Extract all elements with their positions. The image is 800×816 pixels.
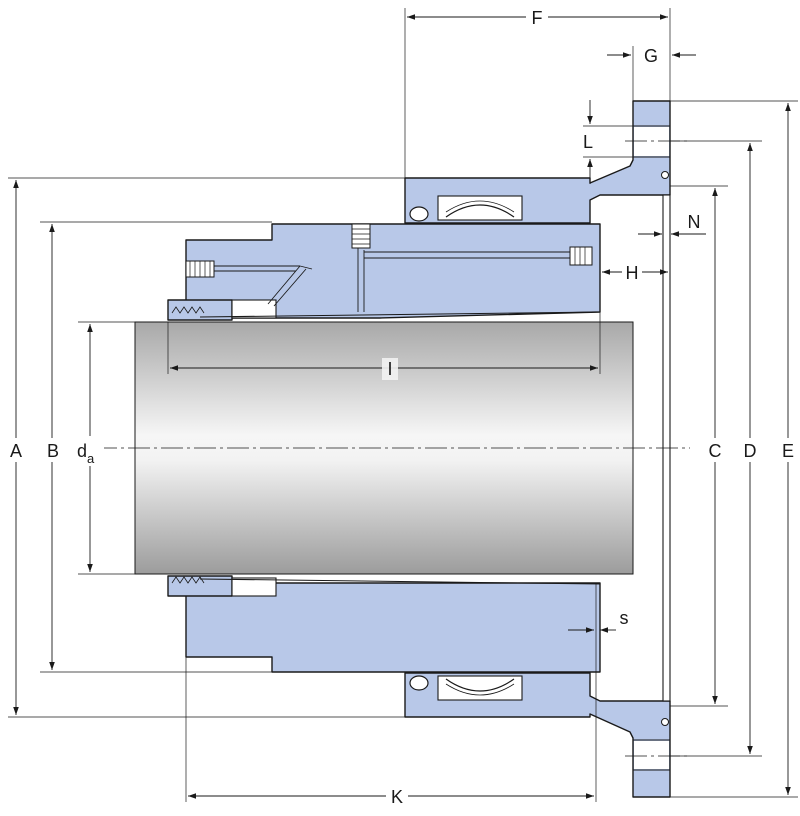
- nut-insert-lower: [231, 577, 277, 597]
- roller-lower: [437, 675, 523, 701]
- label-D: D: [744, 441, 757, 461]
- label-da: da: [77, 441, 95, 466]
- seal-lower: [409, 675, 429, 691]
- label-da-sub: a: [87, 451, 95, 466]
- seal-upper: [409, 206, 429, 222]
- oil-duct-upper: [214, 245, 570, 312]
- label-H: H: [626, 263, 639, 283]
- oring-upper: [661, 171, 669, 179]
- nut-insert-upper: [231, 299, 277, 319]
- label-F: F: [532, 8, 543, 28]
- label-E: E: [782, 441, 794, 461]
- label-da-main: d: [77, 441, 87, 461]
- label-G: G: [644, 46, 658, 66]
- lock-nut-upper: [167, 299, 233, 321]
- label-N: N: [688, 212, 701, 232]
- label-s: s: [620, 608, 629, 628]
- plug-right: [569, 246, 593, 266]
- label-B: B: [47, 441, 59, 461]
- label-A: A: [10, 441, 22, 461]
- plug-top: [351, 223, 371, 249]
- label-I: I: [387, 359, 392, 379]
- housing-lower: [404, 672, 671, 798]
- extension-lines: [8, 8, 798, 802]
- roller-upper: [437, 195, 523, 221]
- oring-lower: [661, 718, 669, 726]
- label-L: L: [583, 132, 593, 152]
- label-K: K: [391, 787, 403, 807]
- label-C: C: [709, 441, 722, 461]
